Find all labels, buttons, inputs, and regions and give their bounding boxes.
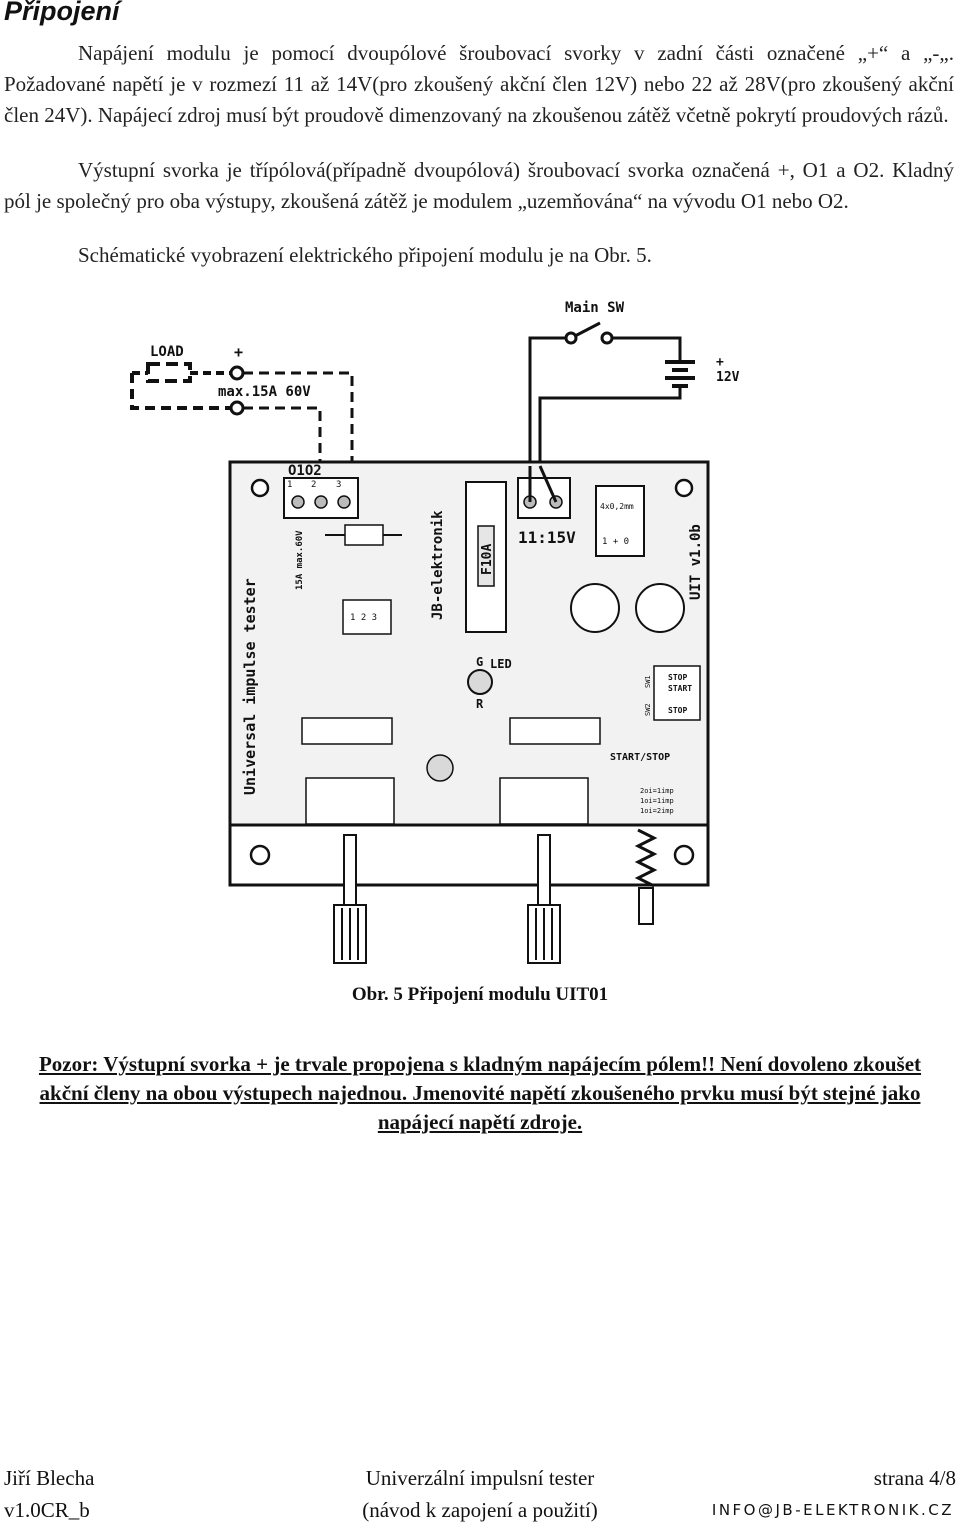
regulator xyxy=(595,485,645,557)
load-box xyxy=(146,362,192,383)
mode-label-2: 1oi=1imp xyxy=(640,797,674,805)
paragraph-power: Napájení modulu je pomocí dvoupólové šro… xyxy=(4,41,954,127)
footer-subtitle: (návod k zapojení a použití) xyxy=(362,1498,598,1522)
start-label: START xyxy=(668,684,692,693)
paragraph-output: Výstupní svorka je třípólová(případně dv… xyxy=(4,158,954,213)
warning-note: Pozor: Výstupní svorka + je trvale propo… xyxy=(38,1052,922,1134)
pin-label: 2 xyxy=(311,480,316,490)
main-switch-lever xyxy=(574,321,601,338)
diode xyxy=(344,524,384,546)
pin-label: 1 xyxy=(287,480,292,490)
footer-page: strana 4/8 xyxy=(873,1466,956,1490)
battery-voltage-label: 12V xyxy=(716,370,740,385)
mount-hole xyxy=(250,478,270,498)
capacitor xyxy=(635,583,685,633)
stop-label: STOP xyxy=(668,673,687,682)
load-plus-terminal xyxy=(229,365,245,381)
footer-title: Univerzální impulsní tester xyxy=(365,1466,595,1490)
led xyxy=(467,669,493,695)
load-minus-terminal xyxy=(229,400,245,416)
potentiometer-knob xyxy=(527,834,561,964)
footer-center: Univerzální impulsní tester (návod k zap… xyxy=(0,1462,960,1526)
battery-icon xyxy=(665,360,695,388)
load-max-label: max.15A 60V xyxy=(218,384,311,400)
led-label: LED xyxy=(490,657,512,671)
mount-hole xyxy=(249,844,271,866)
regulator-pins-label: 1 + 0 xyxy=(602,537,629,547)
load-plus-label: + xyxy=(234,343,243,361)
page-heading: Připojení xyxy=(4,0,120,26)
start-stop-label: START/STOP xyxy=(610,752,670,763)
load-label: LOAD xyxy=(150,344,184,360)
main-switch-label: Main SW xyxy=(565,300,625,316)
sw1-label: SW1 xyxy=(644,675,652,688)
potentiometer-knob xyxy=(333,834,367,964)
spring-button xyxy=(634,828,658,925)
stop-label-2: STOP xyxy=(668,706,687,715)
mode-label-3: 1oi=2imp xyxy=(640,807,674,815)
mount-hole xyxy=(673,844,695,866)
battery-plus-label: + xyxy=(716,355,724,370)
figure-caption: Obr. 5 Připojení modulu UIT01 xyxy=(351,984,609,1005)
fuse-label: F10A xyxy=(480,544,495,575)
header-pin-label: 1 2 3 xyxy=(350,613,377,623)
potentiometer-body xyxy=(305,777,395,825)
hole-size-label: 4x0,2mm xyxy=(600,502,634,511)
capacitor xyxy=(570,583,620,633)
sw2-label: SW2 xyxy=(644,703,652,716)
pcb-board: O1O2 1 2 3 15A max.60V 11:15V F10A JB-el… xyxy=(228,460,710,887)
capacitor xyxy=(426,754,454,782)
led-r-label: R xyxy=(476,697,484,711)
version-label: UIT v1.0b xyxy=(688,524,704,600)
switch-block xyxy=(653,665,701,721)
output-rating-label: 15A max.60V xyxy=(295,530,305,590)
mode-label-1: 2oi=1imp xyxy=(640,787,674,795)
output-terminal-label: O1O2 xyxy=(288,463,322,479)
led-g-label: G xyxy=(476,655,483,669)
footer-version: v1.0CR_b xyxy=(4,1498,90,1522)
voltage-range-label: 11:15V xyxy=(518,528,576,547)
pin-label: 3 xyxy=(336,480,341,490)
connection-diagram: LOAD + max.15A 60V Main SW + 12V O1O2 1 xyxy=(130,300,740,964)
potentiometer-body xyxy=(499,777,589,825)
product-name-label: Universal impulse tester xyxy=(241,578,259,795)
paragraph-schematic-ref: Schématické vyobrazení elektrického přip… xyxy=(78,243,652,267)
trimmer xyxy=(509,717,601,745)
footer-author: Jiří Blecha xyxy=(4,1466,95,1490)
mount-hole xyxy=(674,478,694,498)
trimmer xyxy=(301,717,393,745)
footer-left: Jiří Blecha v1.0CR_b xyxy=(4,1462,94,1526)
footer-email[interactable]: INFO@JB-ELEKTRONIK.CZ xyxy=(711,1501,954,1519)
brand-label: JB-elektronik xyxy=(430,510,446,620)
